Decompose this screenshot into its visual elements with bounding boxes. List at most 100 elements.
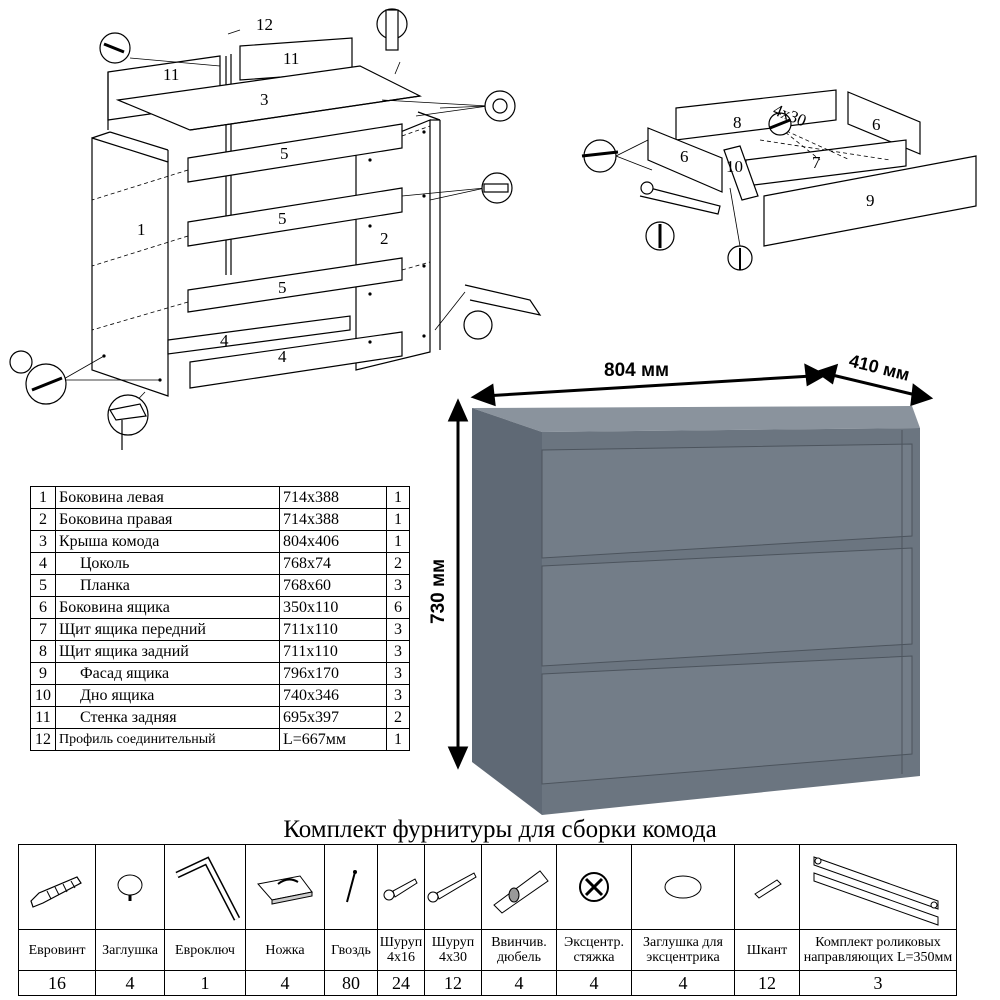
hardware-cell	[799, 844, 957, 930]
hardware-cell	[245, 844, 325, 930]
callout-5: 5	[280, 144, 289, 163]
hardware-count: 12	[424, 970, 482, 996]
part-size: 695x397	[279, 706, 387, 729]
hardware-cell	[481, 844, 557, 930]
parts-table: 1 Боковина левая 714x388 1 2 Боковина пр…	[30, 486, 410, 751]
cam-lock-icon	[579, 872, 609, 902]
table-row: 9 Фасад ящика 796x170 3	[30, 662, 410, 685]
hardware-cell	[324, 844, 378, 930]
hardware-label: Шуруп 4x16	[377, 929, 425, 971]
hardware-label: Шкант	[734, 929, 800, 971]
part-name: Щит ящика задний	[55, 640, 280, 663]
screw-small-icon	[383, 878, 418, 901]
hardware-cell	[164, 844, 246, 930]
part-size: 714x388	[279, 486, 387, 509]
part-size: 711x110	[279, 618, 387, 641]
part-size: 768x74	[279, 552, 387, 575]
rail-panel	[187, 257, 403, 313]
table-row: 12 Профиль соединительный L=667мм 1	[30, 728, 410, 751]
hardware-count: 3	[799, 970, 957, 996]
callout-3: 3	[260, 90, 269, 109]
hardware-count: 80	[324, 970, 378, 996]
part-size: 740x346	[279, 684, 387, 707]
side-left-panel	[91, 137, 169, 397]
callout-2: 2	[380, 229, 389, 248]
wood-dowel-icon	[754, 879, 782, 899]
part-quantity: 3	[386, 640, 410, 663]
table-row: 2 Боковина правая 714x388 1	[30, 508, 410, 531]
part-name: Цоколь	[55, 552, 280, 575]
part-size: 711x110	[279, 640, 387, 663]
part-number: 10	[30, 684, 56, 707]
rail-panel	[187, 123, 403, 183]
part-size: 350x110	[279, 596, 387, 619]
euroscrew-icon	[30, 876, 82, 908]
hardware-count: 24	[377, 970, 425, 996]
table-row: 8 Щит ящика задний 711x110 3	[30, 640, 410, 663]
hardware-count-row: 16 4 1 4 80 24 12 4 4 4 12 3	[18, 970, 957, 996]
hardware-count: 4	[556, 970, 632, 996]
table-row: 11 Стенка задняя 695x397 2	[30, 706, 410, 729]
drawer-side-left	[647, 127, 723, 193]
hardware-kit-table: Евровинт Заглушка Евроключ Ножка Гвоздь …	[18, 844, 957, 996]
hardware-label: Ввинчив. дюбель	[481, 929, 557, 971]
part-number: 9	[30, 662, 56, 685]
hardware-count: 4	[245, 970, 325, 996]
part-size: 768x60	[279, 574, 387, 597]
part-name: Щит ящика передний	[55, 618, 280, 641]
part-number: 7	[30, 618, 56, 641]
part-size: 796x170	[279, 662, 387, 685]
hardware-label-row: Евровинт Заглушка Евроключ Ножка Гвоздь …	[18, 929, 957, 971]
plinth-panel	[189, 331, 403, 389]
hardware-count: 1	[164, 970, 246, 996]
plinth-panel	[167, 315, 351, 355]
part-size: L=667мм	[279, 728, 387, 751]
part-number: 6	[30, 596, 56, 619]
callout-4: 4	[220, 331, 229, 350]
part-name: Боковина правая	[55, 508, 280, 531]
callout-8: 8	[733, 113, 742, 132]
part-quantity: 3	[386, 574, 410, 597]
part-quantity: 1	[386, 728, 410, 751]
hardware-label: Комплект роликовых направляющих L=350мм	[799, 929, 957, 971]
part-number: 12	[30, 728, 56, 751]
part-number: 5	[30, 574, 56, 597]
callout-1: 1	[137, 220, 146, 239]
hardware-count: 4	[631, 970, 735, 996]
hardware-label: Евровинт	[18, 929, 96, 971]
height-dimension: 730 мм	[428, 559, 449, 624]
dowel-icon	[493, 870, 549, 914]
dresser-3d-view	[472, 406, 920, 815]
hardware-count: 12	[734, 970, 800, 996]
table-row: 7 Щит ящика передний 711x110 3	[30, 618, 410, 641]
part-name: Дно ящика	[55, 684, 280, 707]
hardware-label: Эксцентр. стяжка	[556, 929, 632, 971]
table-row: 4 Цоколь 768x74 2	[30, 552, 410, 575]
part-quantity: 3	[386, 662, 410, 685]
part-quantity: 1	[386, 508, 410, 531]
hex-key-icon	[175, 856, 241, 921]
hardware-cell	[424, 844, 482, 930]
callout-9: 9	[866, 191, 875, 210]
callout-11: 11	[163, 65, 179, 84]
hardware-label: Шуруп 4x30	[424, 929, 482, 971]
width-dimension: 804 мм	[604, 360, 669, 381]
hardware-label: Гвоздь	[324, 929, 378, 971]
rail-panel	[187, 187, 403, 247]
part-quantity: 3	[386, 618, 410, 641]
hardware-cell	[734, 844, 800, 930]
part-name: Фасад ящика	[55, 662, 280, 685]
hardware-cell	[18, 844, 96, 930]
callout-10: 10	[726, 157, 743, 176]
furniture-foot-icon	[257, 875, 313, 905]
part-quantity: 1	[386, 486, 410, 509]
hardware-cell	[631, 844, 735, 930]
drawer-side-right	[847, 91, 921, 155]
cap-plug-icon	[117, 874, 143, 901]
nail-icon	[346, 870, 357, 903]
part-quantity: 6	[386, 596, 410, 619]
assembly-diagram: 1 2 3 4 4 5 5 5 11 11 12 6 6 7 8 9 10 4x…	[9, 8, 977, 815]
part-size: 714x388	[279, 508, 387, 531]
part-quantity: 2	[386, 552, 410, 575]
hardware-cell	[377, 844, 425, 930]
